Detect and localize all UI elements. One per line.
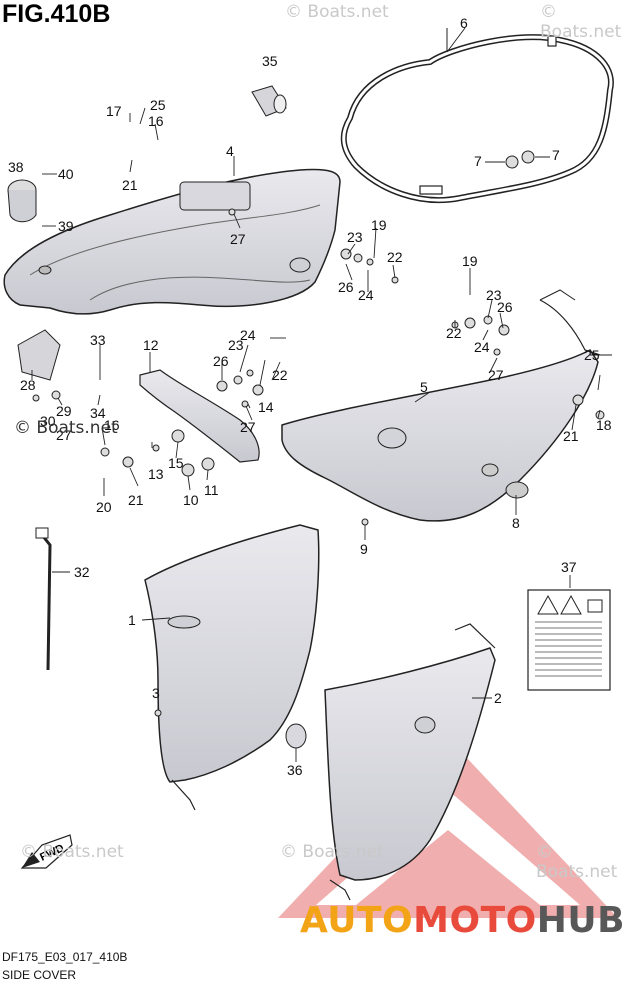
callout-5: 5 <box>420 379 428 395</box>
callout-40: 40 <box>58 166 74 182</box>
callout-8: 8 <box>512 515 520 531</box>
callout-34: 34 <box>90 405 106 421</box>
callout-33: 33 <box>90 332 106 348</box>
callout-6: 6 <box>460 15 468 31</box>
callout-26c: 26 <box>213 353 229 369</box>
callout-24b: 24 <box>474 339 490 355</box>
callout-21b: 21 <box>128 492 144 508</box>
callout-23a: 23 <box>347 229 363 245</box>
callout-21a: 21 <box>122 177 138 193</box>
brand-logo-text: AUTOMOTOHUB <box>300 900 625 941</box>
callout-26b: 26 <box>497 299 513 315</box>
callout-27a: 27 <box>230 231 246 247</box>
callout-7b: 7 <box>552 147 560 163</box>
part-5-upper-cover-starboard <box>281 289 601 522</box>
callout-27c: 27 <box>240 419 256 435</box>
callout-22c: 22 <box>272 367 288 383</box>
callout-12: 12 <box>143 337 159 353</box>
leader-lines <box>31 27 612 762</box>
callout-16b: 16 <box>104 417 120 433</box>
callout-18: 18 <box>596 417 612 433</box>
callout-3: 3 <box>152 685 160 701</box>
callout-24c: 24 <box>240 327 256 343</box>
watermark-text: © Boats.net <box>20 842 124 862</box>
brand-part2: MOTO <box>413 900 537 941</box>
callout-11: 11 <box>204 482 219 498</box>
part-4-upper-cover <box>3 168 341 315</box>
callout-39: 39 <box>58 218 74 234</box>
part-37-warning-label <box>527 589 611 691</box>
callout-29: 29 <box>56 403 72 419</box>
callout-7a: 7 <box>474 153 482 169</box>
callout-26a: 26 <box>338 279 354 295</box>
callout-25b: 25 <box>584 347 600 363</box>
callout-32: 32 <box>74 564 90 580</box>
callout-14: 14 <box>258 399 274 415</box>
callout-labels: 1 2 3 4 5 6 7 7 8 9 10 11 12 13 14 15 16… <box>8 15 612 778</box>
callout-13: 13 <box>148 466 164 482</box>
callout-10: 10 <box>183 492 199 508</box>
part-1-lower-cover <box>144 524 320 811</box>
part-38-grommet <box>7 179 37 223</box>
callout-28: 28 <box>20 377 36 393</box>
callout-17: 17 <box>106 103 122 119</box>
hardware-parts <box>32 208 605 717</box>
brand-part1: AUTO <box>300 900 414 941</box>
fwd-direction-arrow: FWD <box>20 834 73 869</box>
figure-title: FIG.410B <box>2 0 111 28</box>
callout-25a: 25 <box>150 97 166 113</box>
part-6-seal-ring <box>340 34 614 204</box>
callout-19b: 19 <box>462 253 478 269</box>
callout-2: 2 <box>494 690 502 706</box>
part-32-cable-tie <box>35 527 52 671</box>
callout-9: 9 <box>360 541 368 557</box>
part-12-bracket <box>139 369 260 463</box>
callout-30: 30 <box>40 413 56 429</box>
callout-16a: 16 <box>148 113 164 129</box>
callout-22b: 22 <box>446 325 462 341</box>
callout-22a: 22 <box>387 249 403 265</box>
callout-23b: 23 <box>486 287 502 303</box>
callout-36: 36 <box>287 762 303 778</box>
part-7-grommets <box>485 150 550 169</box>
callout-38: 38 <box>8 159 24 175</box>
callout-24a: 24 <box>358 287 374 303</box>
callout-21c: 21 <box>563 428 579 444</box>
watermark-text: © Boats.net <box>536 842 618 882</box>
part-36-grommet <box>285 723 307 749</box>
watermark-text: © Boats.net <box>285 2 389 22</box>
callout-15: 15 <box>168 455 184 471</box>
watermark-text: © Boats.net <box>540 2 622 42</box>
watermark-text: © Boats.net <box>14 418 118 438</box>
callout-27b: 27 <box>488 367 504 383</box>
watermark-text: © Boats.net <box>280 842 384 862</box>
callout-23c: 23 <box>228 337 244 353</box>
callout-1: 1 <box>128 612 136 628</box>
part-35-grommet <box>251 85 287 117</box>
callout-4: 4 <box>226 143 234 159</box>
callout-27d: 27 <box>56 427 72 443</box>
callout-20: 20 <box>96 499 112 515</box>
callout-37: 37 <box>561 559 577 575</box>
part-2-lower-cover-starboard <box>324 623 496 901</box>
brand-part3: HUB <box>536 900 626 941</box>
part-28-grommet <box>17 329 61 381</box>
callout-19a: 19 <box>371 217 387 233</box>
part-code: DF175_E03_017_410B <box>2 950 128 964</box>
callout-35: 35 <box>262 53 278 69</box>
section-name: SIDE COVER <box>2 968 77 982</box>
